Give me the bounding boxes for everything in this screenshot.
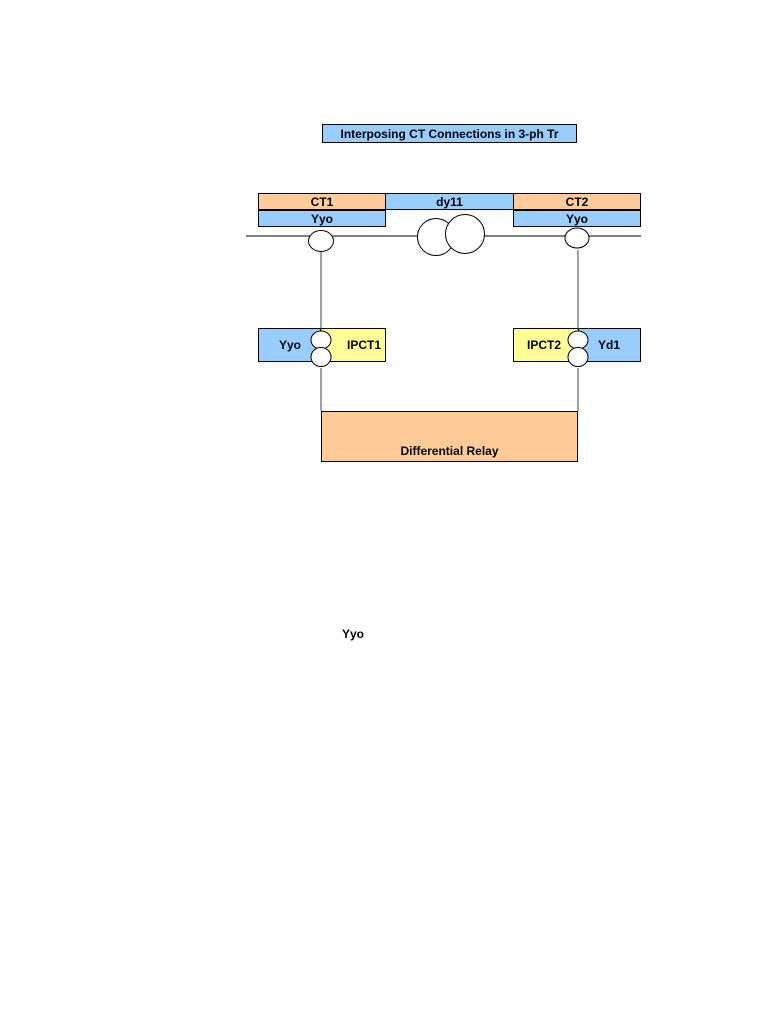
transformer-vector-group-cell: dy11 <box>385 193 514 210</box>
differential-relay-box: Differential Relay <box>321 411 578 462</box>
ct2-connection-cell: Yyo <box>513 210 641 227</box>
ipct2-primary-coil-symbol <box>567 330 589 350</box>
diagram-title: Interposing CT Connections in 3-ph Tr <box>322 124 577 143</box>
ipct1-primary-coil-symbol <box>310 330 332 350</box>
differential-relay-label: Differential Relay <box>400 444 499 458</box>
ct2-name-cell: CT2 <box>513 193 641 210</box>
ct1-symbol <box>308 230 334 252</box>
ct2-symbol <box>564 227 590 249</box>
floating-connection-label: Yyo <box>342 627 365 641</box>
ipct1-name-label: IPCT1 <box>346 338 381 352</box>
ct1-name-cell: CT1 <box>258 193 386 210</box>
ipct2-connection-label: Yd1 <box>597 338 620 352</box>
ipct2-name-label: IPCT2 <box>527 338 562 352</box>
ipct2-connection-cell: Yd1 <box>578 328 641 362</box>
ipct1-connection-cell: Yyo <box>258 328 321 362</box>
ipct2-secondary-coil-symbol <box>567 347 589 367</box>
ct1-connection-cell: Yyo <box>258 210 386 227</box>
ipct1-secondary-coil-symbol <box>310 347 332 367</box>
ipct1-connection-label: Yyo <box>279 338 302 352</box>
transformer-secondary-winding-symbol <box>445 214 485 254</box>
